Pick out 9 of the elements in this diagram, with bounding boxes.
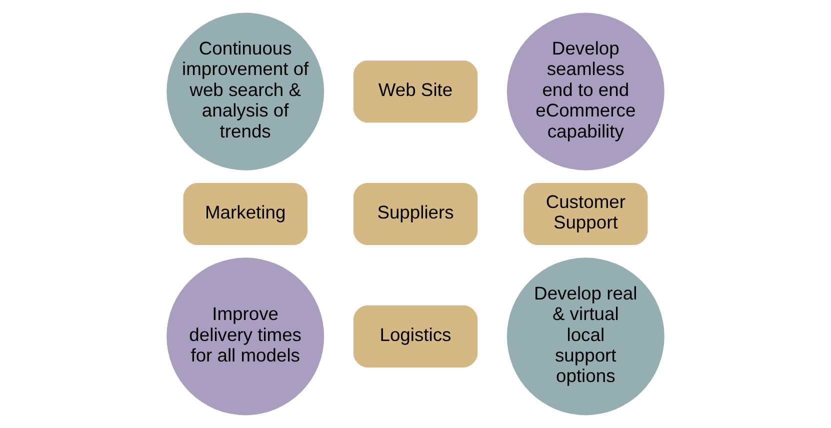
- node-box: Customer Support: [524, 182, 648, 246]
- node-box: Marketing: [183, 182, 308, 246]
- node-circle: Improve delivery times for all models: [166, 258, 324, 416]
- node-circle: Develop seamless end to end eCommerce capability: [506, 12, 664, 170]
- node-box: Logistics: [353, 305, 478, 368]
- node-circle: Continuous improvement of web search & analysis of trends: [166, 12, 324, 170]
- node-box: Suppliers: [353, 182, 478, 246]
- node-circle: Develop real & virtual local support options: [506, 258, 664, 416]
- node-box: Web Site: [353, 60, 478, 123]
